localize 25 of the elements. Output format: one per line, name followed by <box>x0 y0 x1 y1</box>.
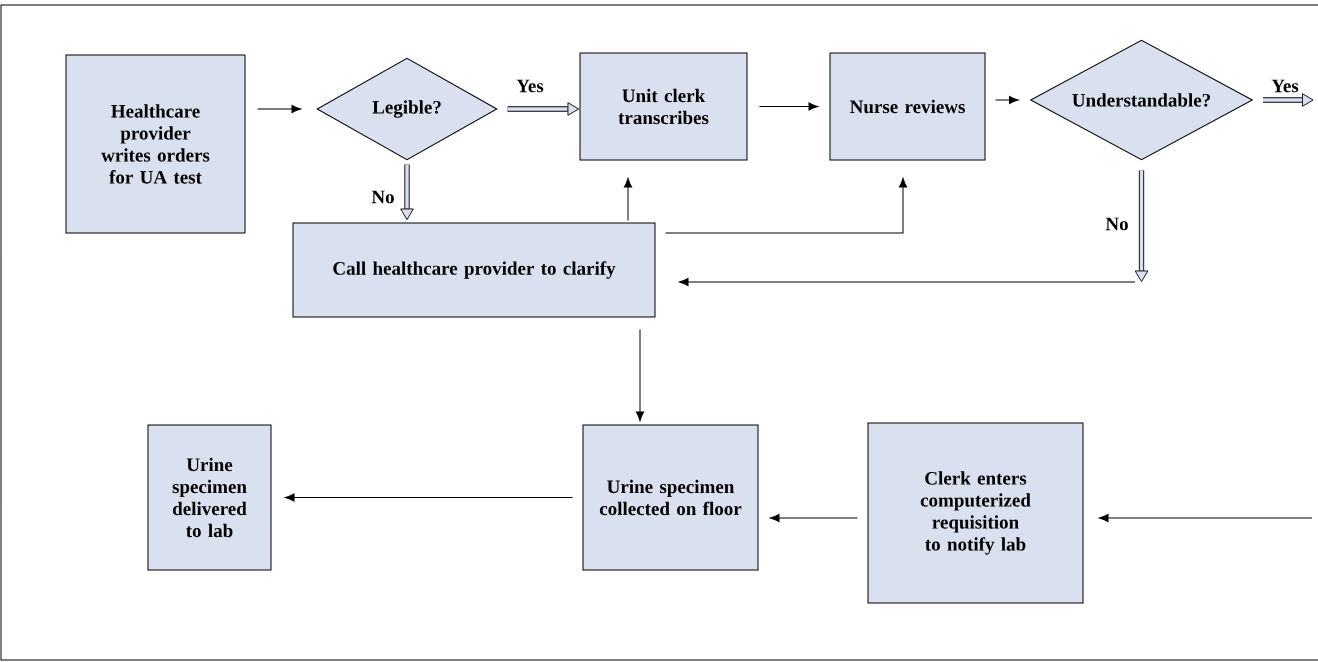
process-box: Urine specimen delivered to lab <box>147 424 272 571</box>
process-box: Unit clerk transcribes <box>579 52 748 161</box>
arrow <box>284 493 573 502</box>
arrow <box>769 513 858 523</box>
process-box: Healthcare provider writes orders for UA test <box>65 54 246 234</box>
process-box: Clerk enters computerized requisition to notify lab <box>867 422 1084 604</box>
block-arrow <box>507 102 580 116</box>
block-arrow <box>1263 93 1314 107</box>
arrow <box>995 95 1019 105</box>
process-box: Urine specimen collected on floor <box>582 424 759 571</box>
arrow <box>678 277 1136 287</box>
arrow <box>257 104 302 114</box>
process-box: Call healthcare provider to clarify <box>292 222 656 318</box>
arrow <box>635 329 645 422</box>
edge-label: Yes <box>515 78 545 94</box>
process-box: Nurse reviews <box>829 52 986 161</box>
arrow <box>759 102 819 111</box>
arrow <box>1098 513 1313 523</box>
edge-label: Yes <box>1270 78 1300 94</box>
edge-label: No <box>1104 216 1130 232</box>
arrow <box>623 177 633 221</box>
block-arrow <box>400 164 414 221</box>
arrow <box>665 177 908 234</box>
block-arrow <box>1134 170 1149 283</box>
edge-label: No <box>370 189 396 205</box>
